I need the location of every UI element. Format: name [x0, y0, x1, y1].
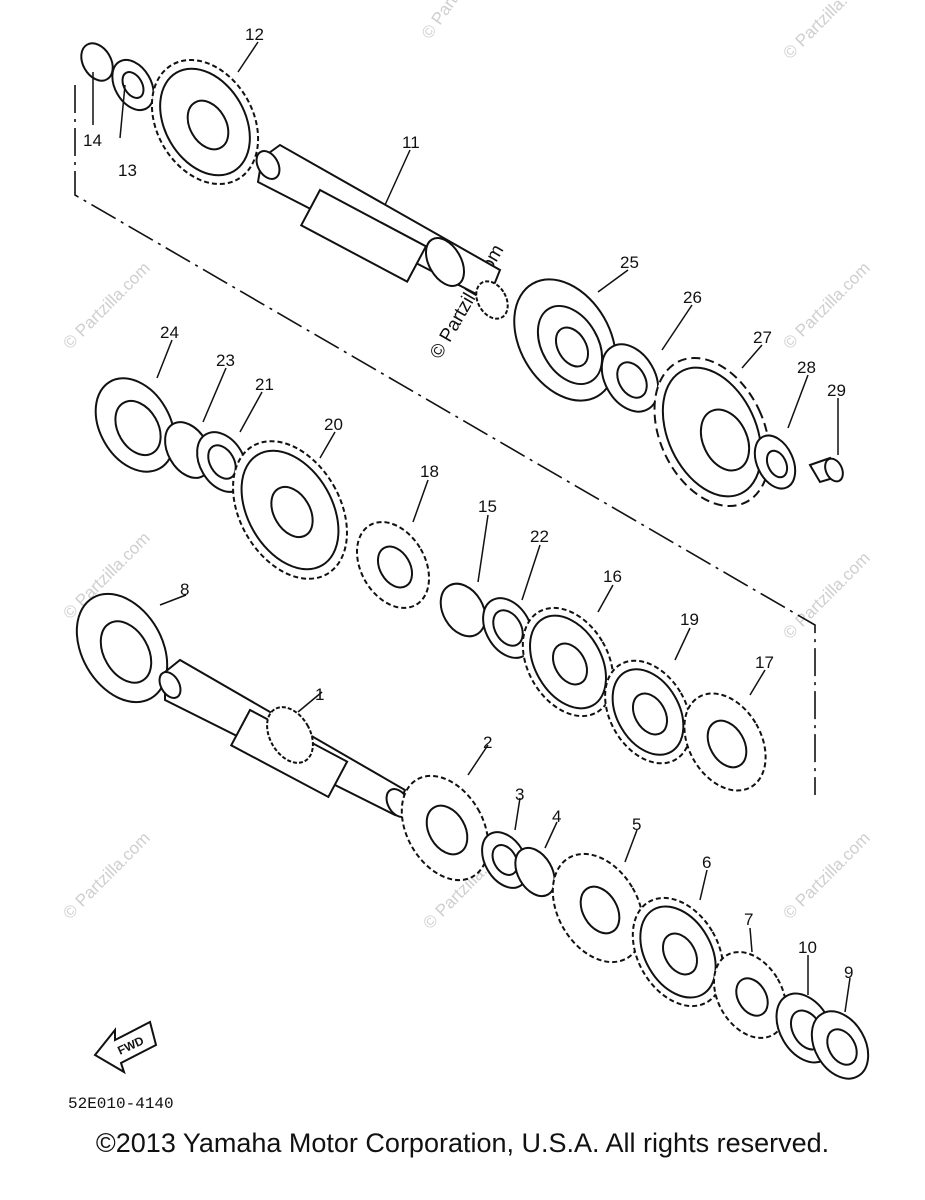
part-29-bolt: [808, 456, 844, 484]
part-label: 23: [216, 351, 235, 370]
part-label: 1: [315, 685, 324, 704]
watermark-text: © Partzilla.com: [418, 0, 499, 42]
part-26-oil-seal: [600, 343, 660, 413]
part-5-gear: [551, 852, 645, 964]
assembly-frame: [74, 85, 816, 795]
part-label: 16: [603, 567, 622, 586]
part-label: 26: [683, 288, 702, 307]
part-label: 4: [552, 807, 561, 826]
part-20-gear: [232, 440, 348, 580]
leader-lines: [92, 41, 851, 1013]
part-14-circlip: [80, 42, 114, 82]
part-24-bearing: [94, 377, 176, 473]
part-label: 21: [255, 375, 274, 394]
part-label: 8: [180, 580, 189, 599]
part-6-gear: [631, 896, 725, 1008]
watermark-text: © Partzilla.com: [59, 828, 153, 922]
part-label: 20: [324, 415, 343, 434]
part-label: 24: [160, 323, 179, 342]
watermark-text: © Partzilla.com: [779, 828, 873, 922]
part-label: 7: [744, 910, 753, 929]
part-22-washer: [482, 597, 534, 659]
part-9-oil-seal: [810, 1010, 870, 1080]
drawing-code: 52E010-4140: [68, 1095, 174, 1113]
part-27-drive-sprocket: [653, 356, 771, 508]
part-label: 10: [798, 938, 817, 957]
part-label: 12: [245, 25, 264, 44]
part-label: 25: [620, 253, 639, 272]
part-label: 29: [827, 381, 846, 400]
part-label: 14: [83, 131, 102, 150]
part-label: 13: [118, 161, 137, 180]
part-12-gear: [150, 59, 260, 185]
watermark-text: © Partzilla.com: [779, 258, 873, 352]
part-label: 6: [702, 853, 711, 872]
part-19-gear: [604, 659, 692, 765]
part-7-gear: [712, 951, 788, 1039]
part-labels: 1 2 3 4 5 6 7 8 9 10 11 12 13 14 15 16 1…: [83, 25, 853, 982]
watermark-text: © Partzilla.com: [779, 548, 873, 642]
part-label: 3: [515, 785, 524, 804]
part-1-drive-shaft: [158, 658, 411, 818]
part-17-gear: [683, 692, 767, 792]
part-18-gear: [355, 521, 431, 609]
part-8-bearing: [75, 592, 169, 704]
part-15-circlip: [439, 582, 487, 638]
part-4-circlip: [514, 846, 556, 898]
part-label: 28: [797, 358, 816, 377]
part-label: 27: [753, 328, 772, 347]
part-label: 2: [483, 733, 492, 752]
copyright-notice: ©2013 Yamaha Motor Corporation, U.S.A. A…: [95, 1128, 830, 1158]
part-label: 11: [402, 133, 420, 152]
watermark-text: © Partzilla.com: [59, 258, 153, 352]
part-28-lock-washer: [753, 434, 797, 490]
forward-direction-arrow: FWD: [93, 1020, 158, 1075]
part-label: 17: [755, 653, 774, 672]
part-2-gear: [400, 774, 490, 882]
part-label: 19: [680, 610, 699, 629]
part-label: 15: [478, 497, 497, 516]
part-label: 5: [632, 815, 641, 834]
part-11-main-shaft: [255, 143, 509, 320]
part-label: 18: [420, 462, 439, 481]
part-16-gear: [521, 606, 615, 718]
part-25-bearing: [513, 278, 617, 402]
watermark-text: © Partzilla.com: [779, 0, 873, 63]
part-label: 9: [844, 963, 853, 982]
part-label: 22: [530, 527, 549, 546]
